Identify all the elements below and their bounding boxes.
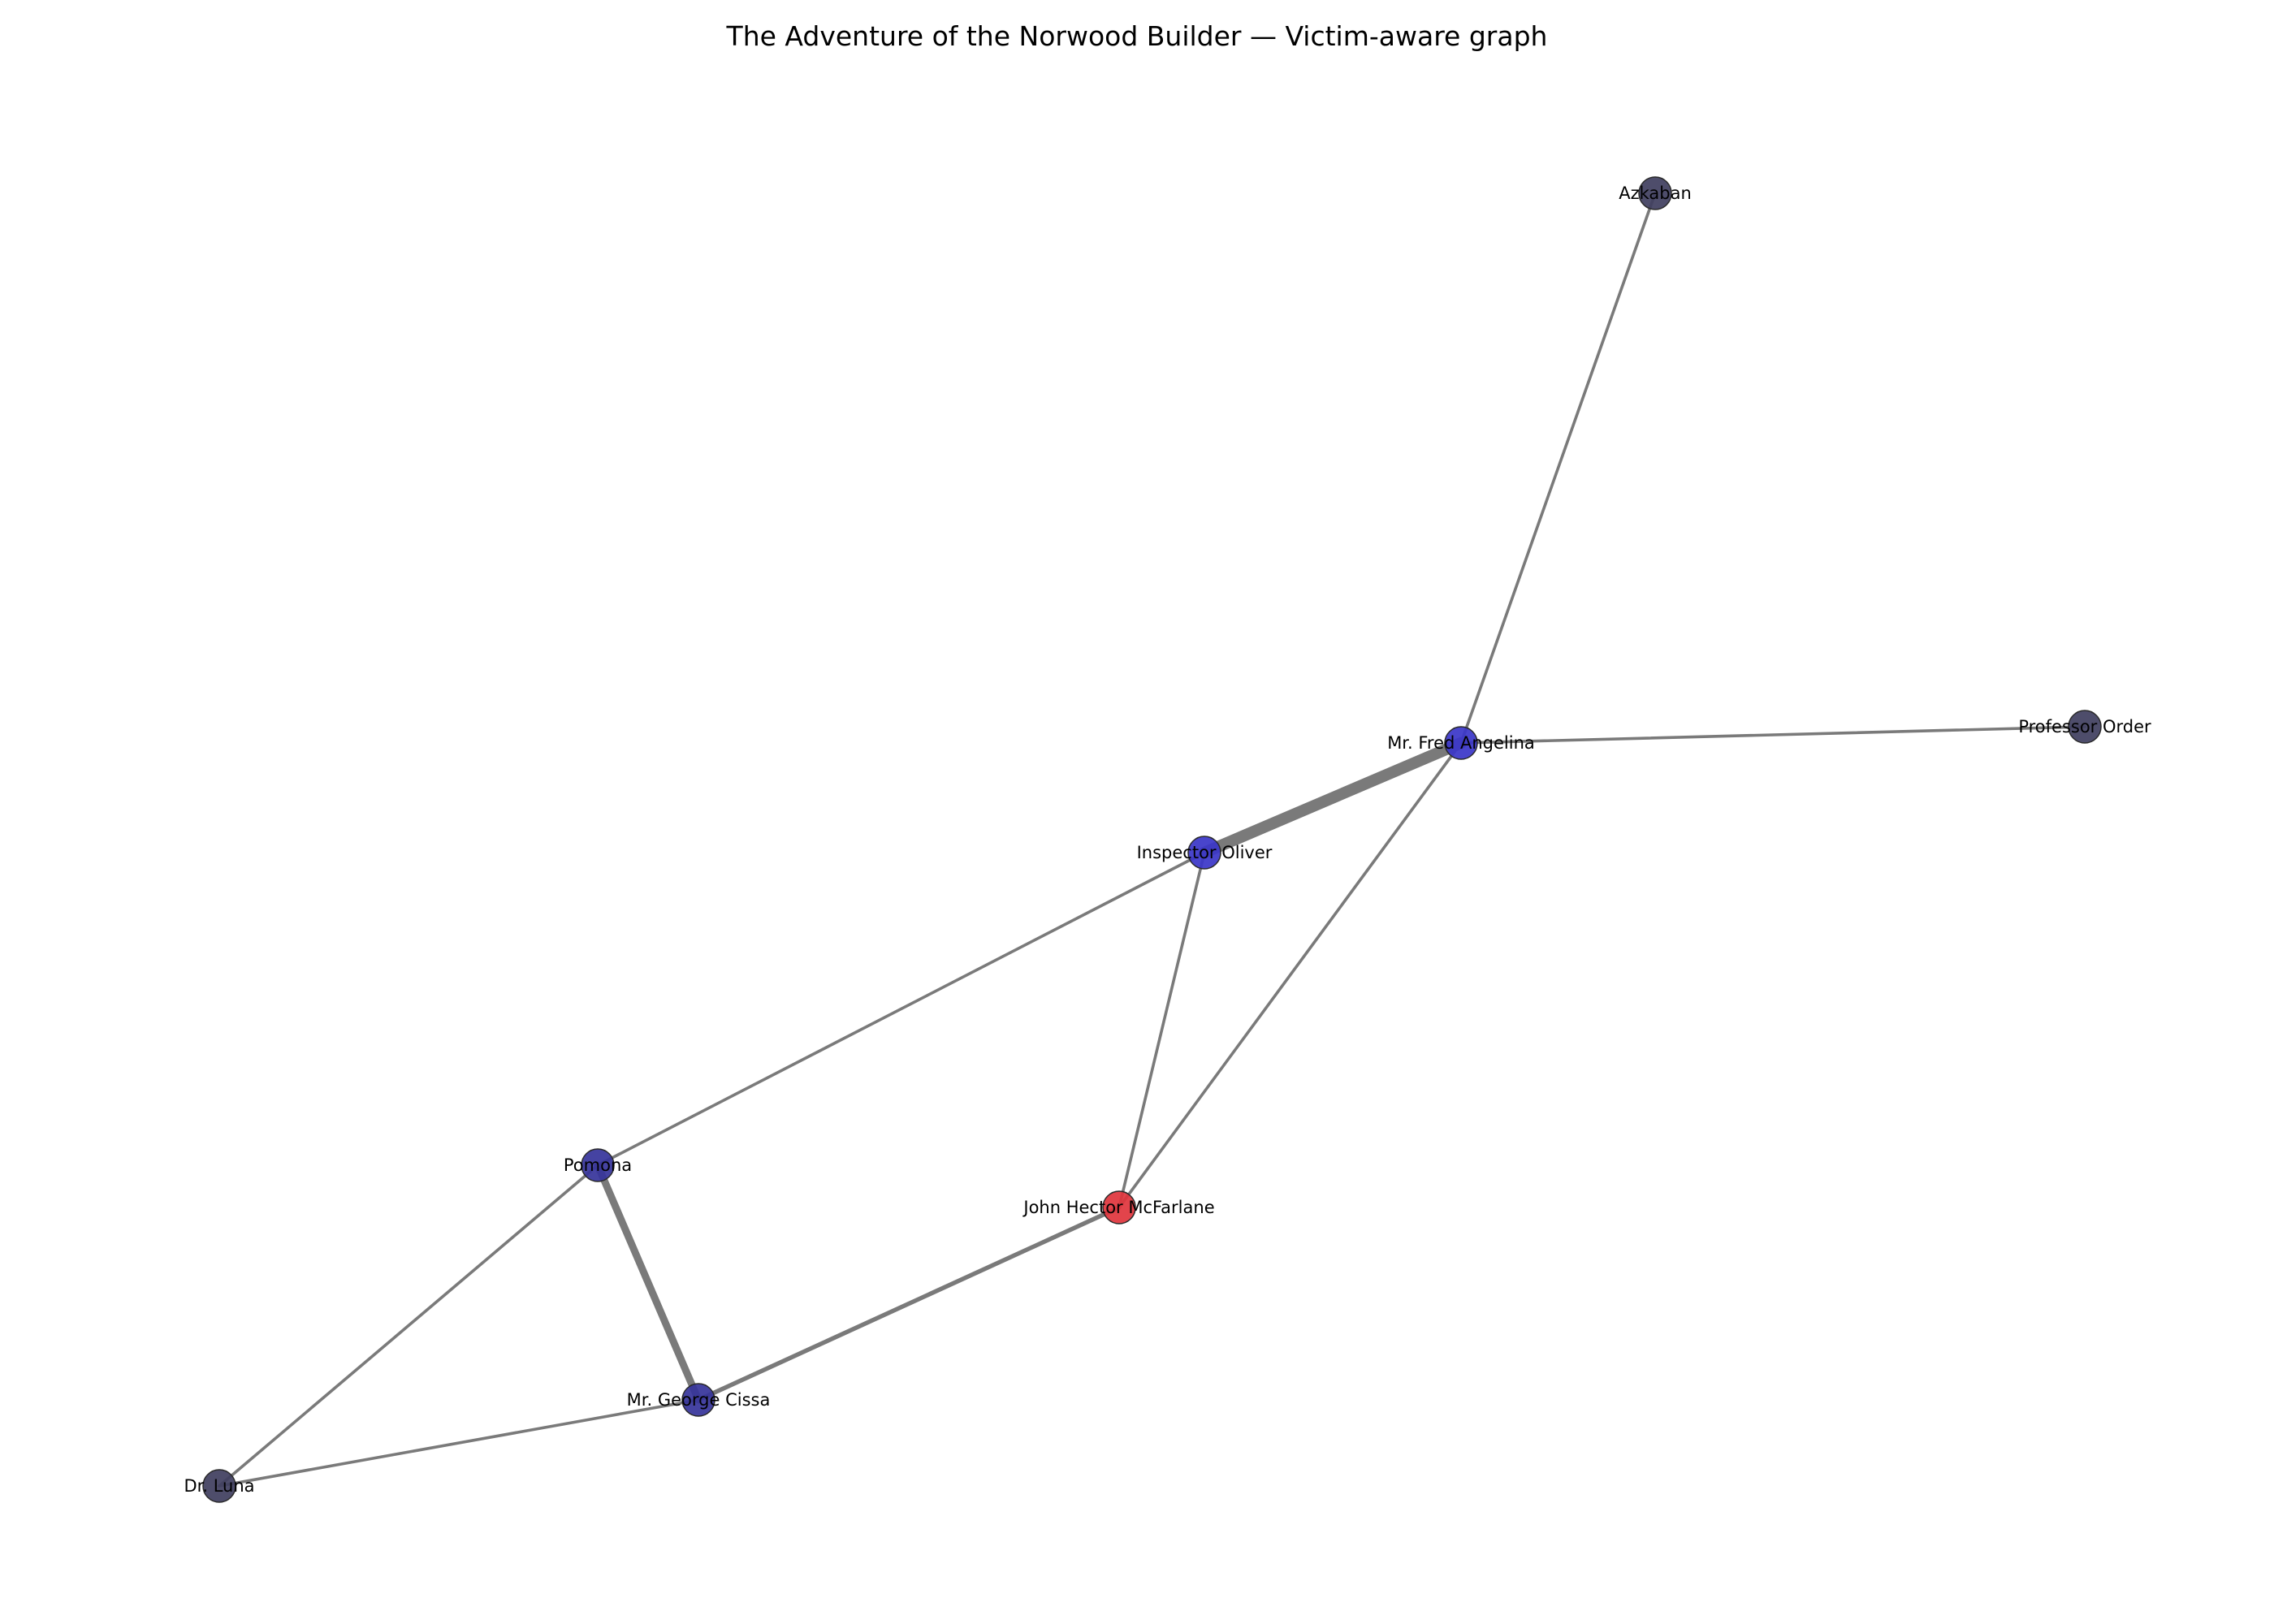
edge-fred-mcfarlane xyxy=(1118,741,1463,1209)
node-label-cissa: Mr. George Cissa xyxy=(627,1390,771,1410)
node-order xyxy=(2068,710,2102,744)
node-pomona xyxy=(581,1148,615,1182)
edge-cissa-luna xyxy=(218,1398,700,1488)
edge-cissa-mcfarlane xyxy=(696,1205,1122,1402)
edge-fred-oliver xyxy=(1198,736,1468,859)
node-luna xyxy=(202,1469,236,1503)
node-label-fred: Mr. Fred Angelina xyxy=(1387,733,1535,753)
graph-title: The Adventure of the Norwood Builder — V… xyxy=(726,20,1548,52)
node-label-luna: Dr. Luna xyxy=(184,1476,254,1496)
edges-layer xyxy=(218,192,2086,1488)
nodes-layer xyxy=(202,176,2102,1503)
node-azkaban xyxy=(1638,176,1672,210)
node-label-mcfarlane: John Hector McFarlane xyxy=(1022,1198,1214,1217)
node-label-pomona: Pomona xyxy=(564,1155,632,1175)
node-cissa xyxy=(681,1383,715,1417)
edge-oliver-mcfarlane xyxy=(1118,851,1206,1209)
node-mcfarlane xyxy=(1102,1190,1136,1224)
edge-oliver-pomona xyxy=(596,851,1206,1167)
edge-azkaban-fred xyxy=(1459,192,1657,745)
node-label-azkaban: Azkaban xyxy=(1619,184,1692,203)
edge-pomona-cissa xyxy=(594,1161,703,1404)
node-label-order: Professor Order xyxy=(2018,717,2151,736)
node-oliver xyxy=(1187,836,1221,870)
node-fred xyxy=(1444,726,1478,760)
edge-fred-order xyxy=(1459,725,2086,745)
node-label-oliver: Inspector Oliver xyxy=(1137,843,1273,862)
edge-pomona-luna xyxy=(218,1164,599,1488)
